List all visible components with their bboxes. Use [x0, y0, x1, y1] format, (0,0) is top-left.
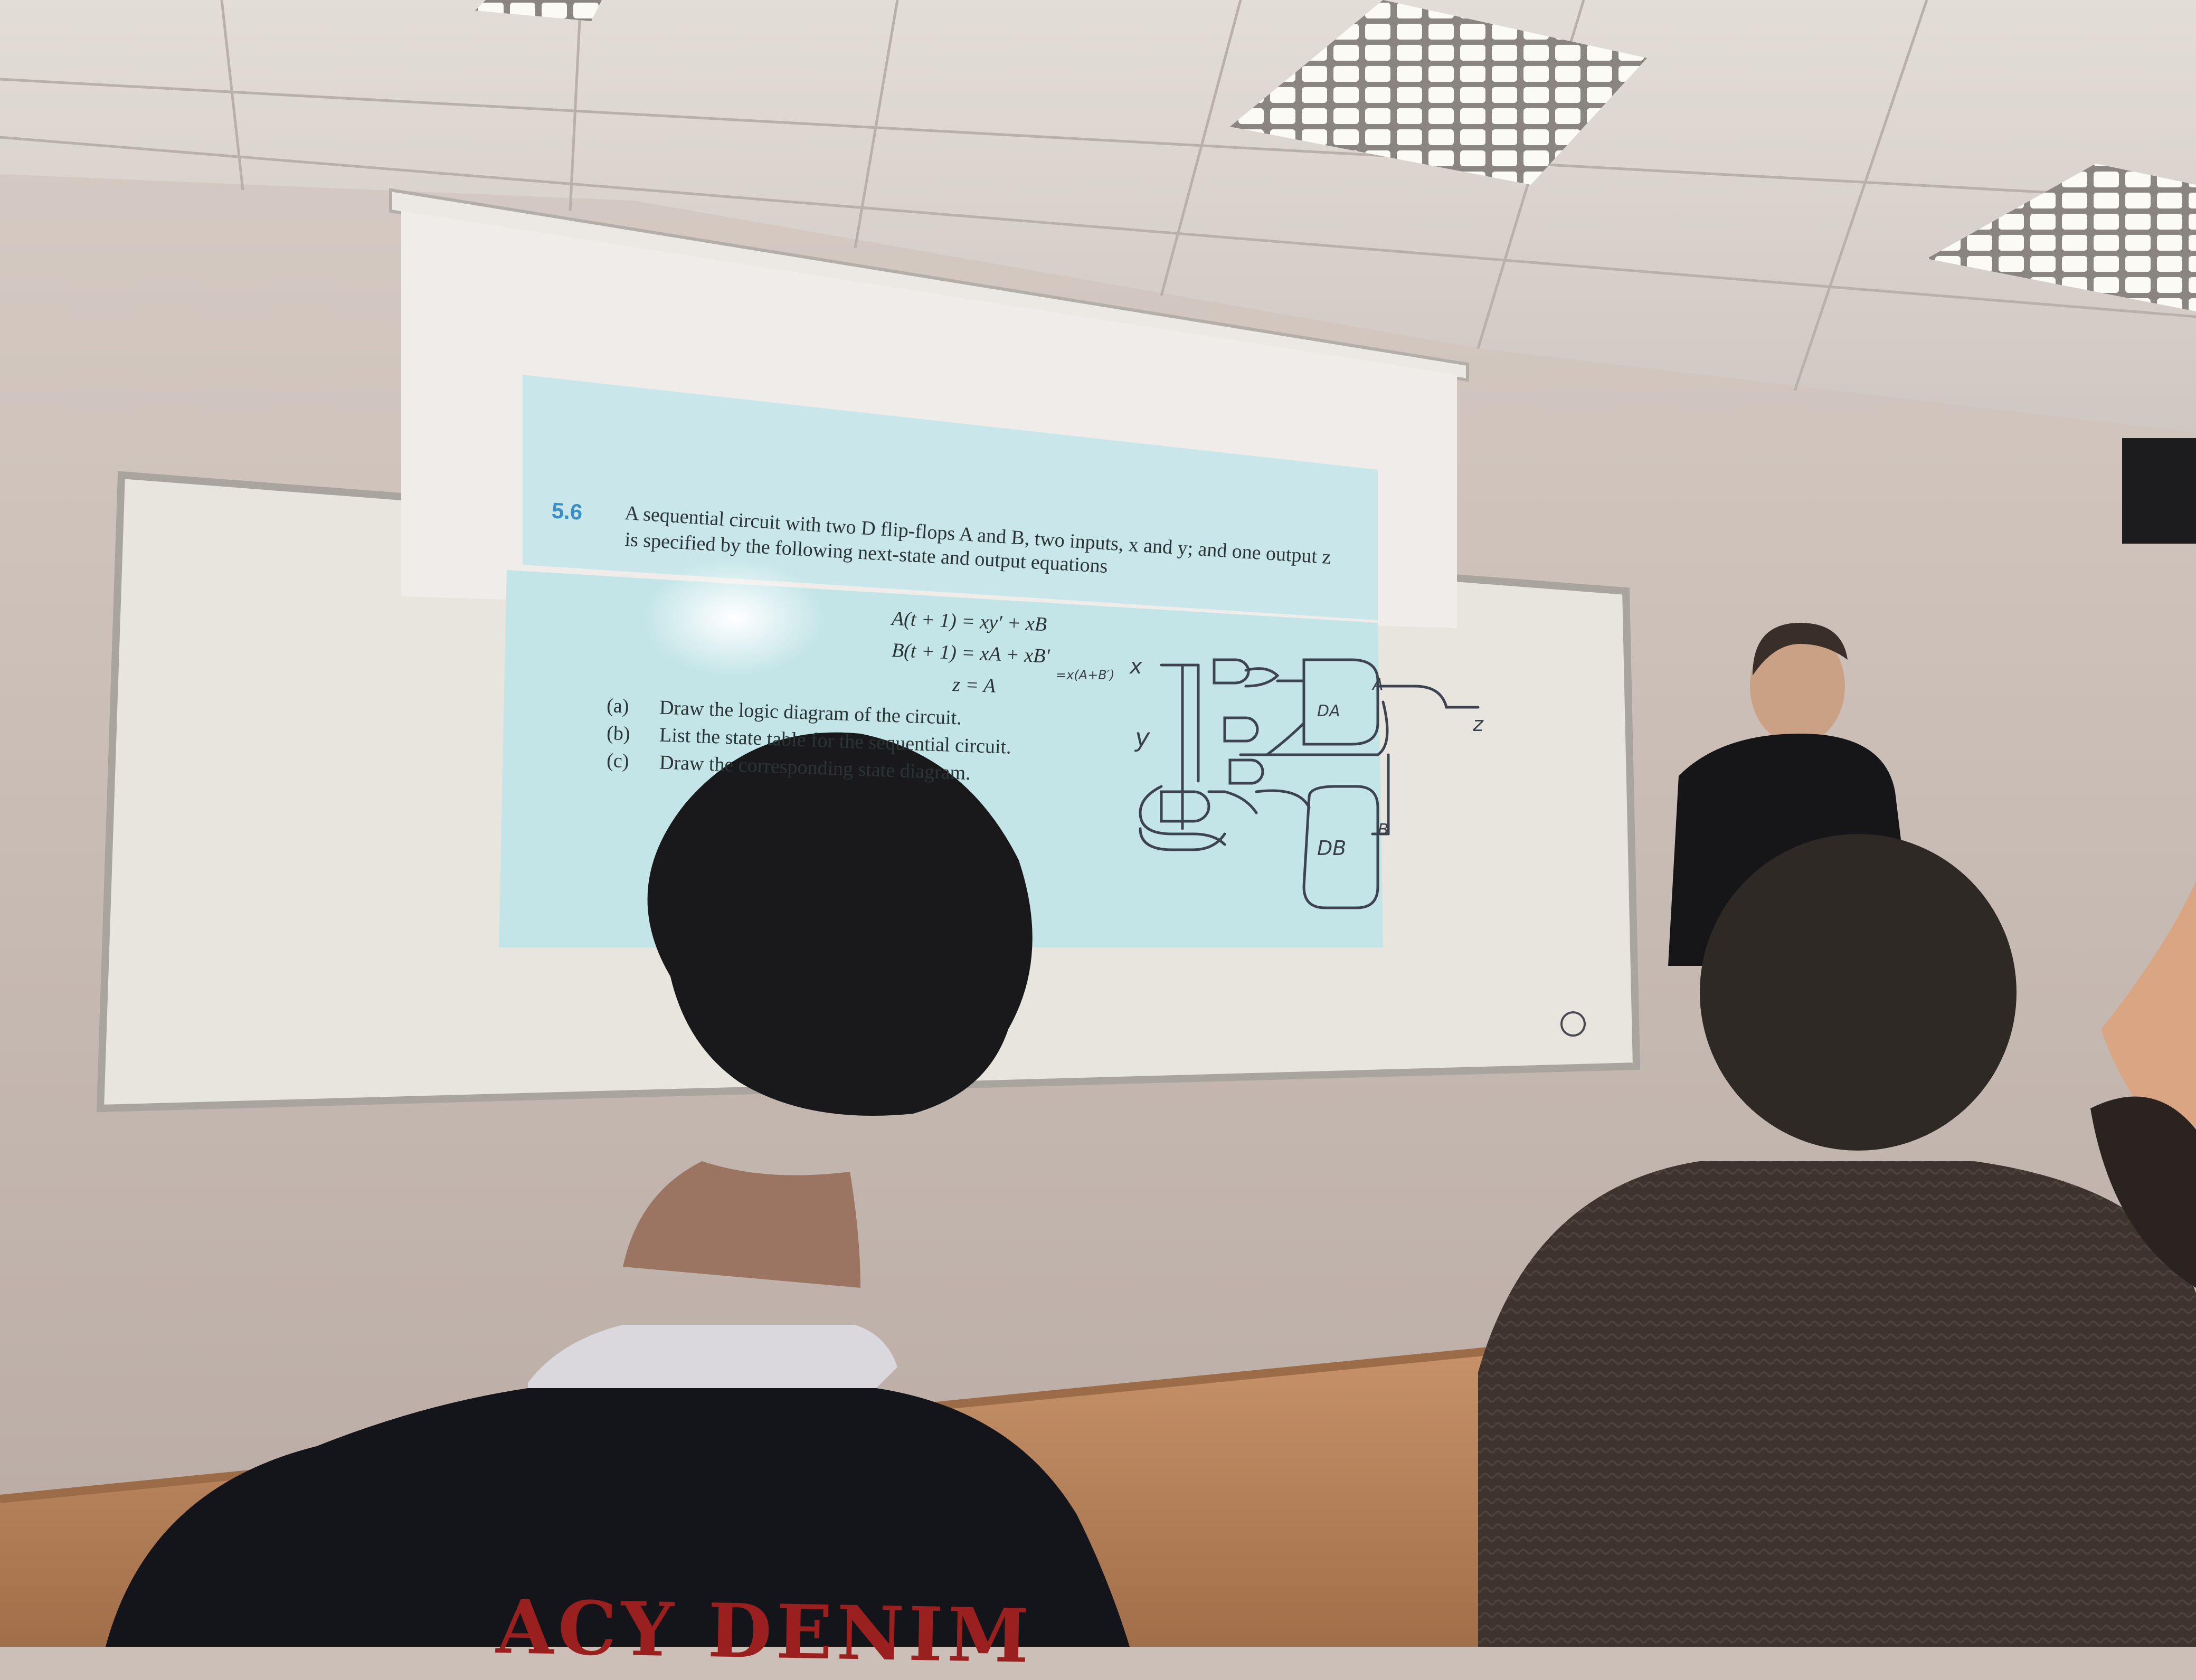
task-label: (c) — [606, 749, 630, 773]
projection-upper — [523, 375, 1378, 620]
student-center-collar — [528, 1325, 897, 1388]
handwritten-output-a: A — [1372, 676, 1384, 694]
task-label: (a) — [606, 694, 630, 718]
student-right — [1478, 834, 2196, 1647]
projector-glare — [644, 559, 824, 676]
handwritten-ff-b: DB — [1317, 837, 1347, 860]
jacket-print: ACY DENIM — [495, 1584, 1034, 1680]
student-center-neck — [623, 1161, 860, 1288]
ceiling-light — [1927, 164, 2196, 311]
handwritten-input-x: x — [1130, 654, 1142, 679]
handwritten-output-b: B — [1378, 821, 1389, 839]
ceiling-tile-grid — [0, 0, 2196, 391]
handwritten-factored-form: =x(A+B′) — [1056, 668, 1115, 682]
handwritten-input-y: y — [1135, 723, 1150, 753]
student-center-hair — [647, 732, 1033, 1116]
marker-smudge — [1560, 1011, 1586, 1037]
handwritten-ff-a: DA — [1317, 702, 1340, 720]
ceiling-light — [1230, 0, 1647, 185]
lecturer-head — [1750, 628, 1845, 744]
student-center — [106, 732, 1130, 1647]
task-label: (b) — [606, 722, 631, 745]
student-center-jacket — [106, 1388, 1130, 1647]
student-right-hair — [1700, 834, 2017, 1151]
problem-number: 5.6 — [551, 498, 583, 525]
handwritten-output-z: z — [1473, 713, 1483, 736]
task-text: Draw the logic diagram of the circuit. — [659, 696, 962, 729]
screen-housing — [389, 188, 1469, 382]
ceiling-light — [475, 0, 602, 21]
student-right-sweater — [1478, 1161, 2196, 1647]
wall-speaker — [2122, 438, 2196, 544]
circuit-sketch — [1139, 658, 1480, 909]
task-list: (a) Draw the logic diagram of the circuit… — [606, 694, 1012, 784]
